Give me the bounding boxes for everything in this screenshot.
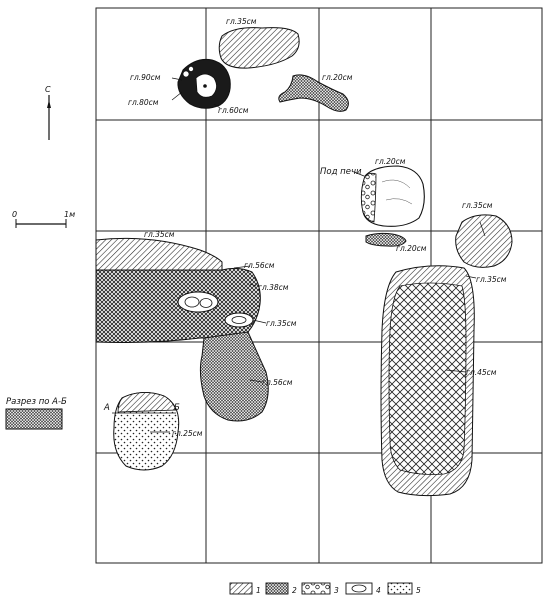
leader-lines	[150, 77, 486, 433]
legend-swatch-4	[345, 582, 373, 595]
feature-circle-patch	[455, 214, 513, 268]
oval-inner	[184, 296, 200, 308]
dotted-patch-hatch-edge	[117, 392, 177, 413]
stone	[182, 70, 190, 78]
legend-num-3: 3	[334, 586, 339, 595]
label-depth: гл.80см	[128, 98, 159, 107]
legend-num-1: 1	[256, 586, 261, 595]
section-title: Разрез по А-Б	[6, 397, 67, 407]
label-depth: гл.56см	[262, 378, 293, 387]
legend-swatch-4-oval	[351, 584, 367, 593]
feature-right-long-crosshatch	[388, 282, 467, 475]
label-point-b: Б	[174, 403, 180, 413]
legend-num-5: 5	[416, 586, 421, 595]
legend-num-4: 4	[376, 586, 381, 595]
stone	[203, 84, 207, 88]
label-depth: гл.20см	[396, 244, 427, 253]
feature-dotted-trench	[278, 74, 349, 112]
scale-zero-label: 0	[12, 210, 17, 219]
oven-floor-texture	[381, 179, 413, 205]
label-depth: гл.35см	[144, 230, 175, 239]
label-depth: гл.20см	[322, 73, 353, 82]
label-depth: гл.45см	[466, 368, 497, 377]
feature-left-crosshatch	[95, 267, 261, 343]
feature-left-hatched-band	[95, 237, 223, 271]
feature-dark-lobe	[199, 331, 269, 422]
legend-num-2: 2	[292, 586, 297, 595]
feature-small-strip	[365, 232, 407, 247]
legend-swatch-2	[265, 582, 289, 595]
section-profile	[5, 408, 63, 430]
label-depth: гл.38см	[258, 283, 289, 292]
legend-swatch-3	[301, 582, 331, 595]
oval-inner	[199, 298, 213, 308]
label-depth: гл.35см	[226, 17, 257, 26]
oven-floor-stone-edge	[361, 172, 377, 223]
stone	[188, 66, 194, 72]
label-depth: гл.90см	[130, 73, 161, 82]
label-depth: гл.35см	[266, 319, 297, 328]
feature-oval-pit-right	[224, 312, 254, 328]
scale-unit-label: 1м	[64, 210, 75, 219]
label-point-a: А	[103, 403, 110, 413]
north-label: С	[45, 85, 51, 94]
legend-swatch-1	[229, 582, 253, 595]
label-depth: гл.20см	[375, 157, 406, 166]
label-depth: гл.56см	[244, 261, 275, 270]
section-inset: Разрез по А-Б	[5, 397, 67, 430]
scale-bar: 0 1м	[12, 210, 75, 228]
legend-swatch-5	[387, 582, 413, 595]
oval-inner	[231, 316, 247, 324]
feature-top-hatched	[218, 27, 300, 69]
label-depth: гл.25см	[172, 429, 203, 438]
label-depth: гл.35см	[462, 201, 493, 210]
label-oven-floor: Под печи	[320, 167, 362, 177]
legend: 1 2 3 4 5	[229, 582, 421, 595]
north-arrow: С	[45, 85, 51, 140]
label-depth: гл.60см	[218, 106, 249, 115]
label-depth: гл.35см	[476, 275, 507, 284]
